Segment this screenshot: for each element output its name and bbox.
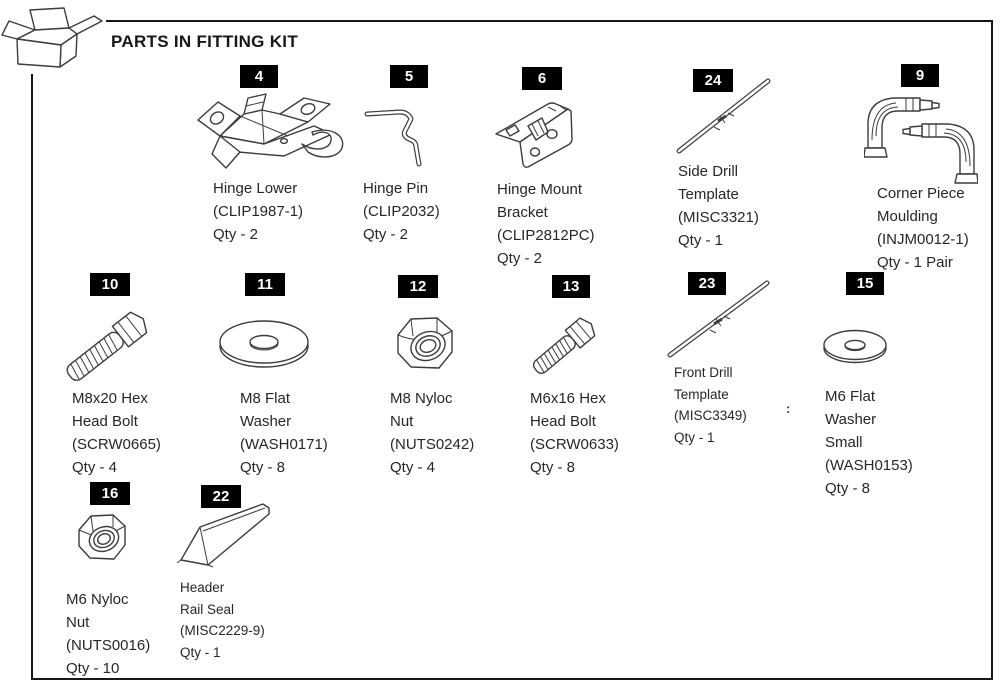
- part-number-badge: 4: [240, 65, 278, 88]
- part-label: Header Rail Seal (MISC2229-9) Qty - 1: [180, 577, 265, 663]
- part-code: (WASH0171): [240, 436, 328, 453]
- part-qty: Qty - 8: [530, 459, 576, 476]
- page-title: PARTS IN FITTING KIT: [111, 32, 299, 51]
- part-name: M8 Nyloc Nut: [390, 390, 453, 430]
- part-label: M6 Nyloc Nut (NUTS0016) Qty - 10: [66, 588, 150, 680]
- part-code: (MISC3349): [674, 408, 747, 423]
- part-code: (MISC2229-9): [180, 623, 265, 638]
- part-code: (SCRW0665): [72, 436, 161, 453]
- part-number-badge: 22: [201, 485, 241, 508]
- part-code: (CLIP1987-1): [213, 203, 304, 220]
- part-qty: Qty - 1: [678, 232, 724, 249]
- part-label: Front Drill Template (MISC3349) Qty - 1: [674, 362, 754, 448]
- part-name: Hinge Mount Bracket: [497, 181, 583, 221]
- part-code: (SCRW0633): [530, 436, 619, 453]
- part-qty: Qty - 1: [674, 429, 715, 445]
- part-number-badge: 16: [90, 482, 130, 505]
- part-label: Corner Piece Moulding (INJM0012-1) Qty -…: [877, 182, 987, 274]
- part-number-badge: 11: [245, 273, 285, 296]
- part-code: (INJM0012-1): [877, 231, 969, 248]
- part-name: Corner Piece Moulding: [877, 185, 965, 225]
- hinge-pin-illustration: [364, 109, 422, 167]
- m8-hex-bolt-illustration: [66, 311, 148, 381]
- part-label: Hinge Mount Bracket (CLIP2812PC) Qty - 2: [497, 178, 612, 270]
- part-qty: Qty - 2: [363, 226, 409, 243]
- part-qty: Qty - 8: [825, 480, 871, 497]
- part-name: M6 Nyloc Nut: [66, 591, 129, 631]
- part-number-badge: 12: [398, 275, 438, 298]
- m6-hex-bolt-illustration: [532, 317, 596, 374]
- part-qty: Qty - 1: [180, 644, 221, 660]
- part-qty: Qty - 8: [240, 459, 286, 476]
- part-number-badge: 13: [552, 275, 590, 298]
- m6-flat-washer-illustration: [823, 329, 887, 364]
- part-name: Hinge Pin: [363, 180, 429, 197]
- part-name: M8 Flat Washer: [240, 390, 292, 430]
- part-name: Front Drill Template: [674, 365, 733, 402]
- part-code: (CLIP2032): [363, 203, 440, 220]
- part-label: M8 Flat Washer (WASH0171) Qty - 8: [240, 387, 328, 479]
- part-label: Side Drill Template (MISC3321) Qty - 1: [678, 160, 759, 252]
- part-code: (MISC3321): [678, 209, 759, 226]
- part-number-badge: 6: [522, 67, 562, 90]
- part-code: (CLIP2812PC): [497, 227, 595, 244]
- part-qty: Qty - 4: [390, 459, 436, 476]
- part-label: M6x16 Hex Head Bolt (SCRW0633) Qty - 8: [530, 387, 630, 479]
- part-label: M8x20 Hex Head Bolt (SCRW0665) Qty - 4: [72, 387, 172, 479]
- part-label: M8 Nyloc Nut (NUTS0242) Qty - 4: [390, 387, 474, 479]
- part-name: M6x16 Hex Head Bolt: [530, 390, 606, 430]
- part-name: Side Drill Template: [678, 163, 739, 203]
- side-drill-template-illustration: [676, 78, 771, 154]
- hinge-mount-bracket-illustration: [495, 102, 573, 168]
- part-number-badge: 9: [901, 64, 939, 87]
- part-code: (WASH0153): [825, 457, 913, 474]
- m6-nyloc-nut-illustration: [78, 514, 126, 560]
- part-label: Hinge Lower (CLIP1987-1) Qty - 2: [213, 177, 343, 246]
- corner-piece-moulding-illustration: [864, 97, 978, 184]
- part-qty: Qty - 4: [72, 459, 118, 476]
- part-name: M8x20 Hex Head Bolt: [72, 390, 148, 430]
- m8-nyloc-nut-illustration: [397, 317, 453, 369]
- part-name: Header Rail Seal: [180, 580, 235, 617]
- part-number-badge: 23: [688, 272, 726, 295]
- m8-flat-washer-illustration: [219, 320, 309, 368]
- part-label: M6 Flat Washer Small (WASH0153) Qty - 8: [825, 385, 917, 500]
- part-qty: Qty - 10: [66, 660, 120, 677]
- part-number-badge: 24: [693, 69, 733, 92]
- part-qty: Qty - 1 Pair: [877, 254, 953, 271]
- kit-box-icon: [0, 0, 106, 74]
- part-number-badge: 10: [90, 273, 130, 296]
- stray-print-mark: :: [786, 401, 791, 416]
- part-name: Hinge Lower: [213, 180, 298, 197]
- part-qty: Qty - 2: [497, 250, 543, 267]
- hinge-lower-illustration: [197, 93, 344, 169]
- part-label: Hinge Pin (CLIP2032) Qty - 2: [363, 177, 463, 246]
- part-code: (NUTS0016): [66, 637, 151, 654]
- part-number-badge: 5: [390, 65, 428, 88]
- part-code: (NUTS0242): [390, 436, 475, 453]
- part-number-badge: 15: [846, 272, 884, 295]
- header-rail-seal-illustration: [176, 503, 270, 568]
- front-drill-template-illustration: [667, 280, 770, 358]
- part-qty: Qty - 2: [213, 226, 259, 243]
- part-name: M6 Flat Washer Small: [825, 388, 877, 451]
